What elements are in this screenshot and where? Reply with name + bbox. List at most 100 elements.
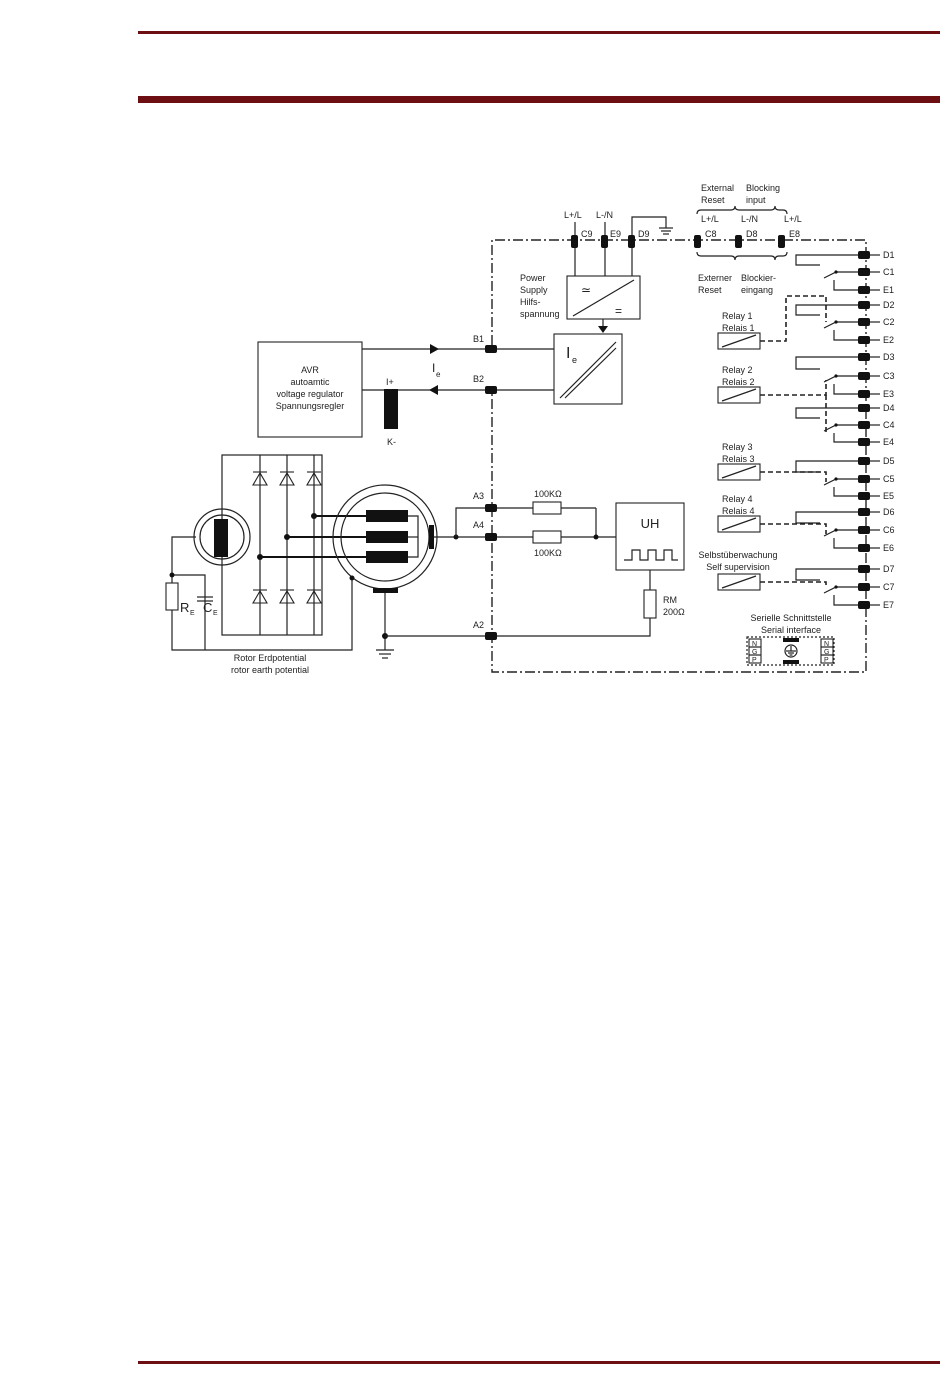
- serial-pin-left-g: G: [752, 649, 757, 656]
- terminal-D9[interactable]: [628, 235, 635, 248]
- terminal-B2[interactable]: [485, 386, 497, 394]
- terminal-C4[interactable]: [858, 421, 870, 429]
- terminal-C3[interactable]: [858, 372, 870, 380]
- terminal-D8-supply-label: L-/N: [741, 214, 758, 224]
- terminal-C2[interactable]: [858, 318, 870, 326]
- terminal-C1-label: C1: [883, 267, 895, 277]
- right-terminal-strip: D1C1E1D2C2E2D3C3E3D4C4E4D5C5E5D6C6E6D7C7…: [858, 250, 895, 610]
- diode-array-upper: [252, 471, 322, 486]
- terminal-E8[interactable]: [778, 235, 785, 248]
- uh-generator: [615, 502, 685, 571]
- terminal-E5[interactable]: [858, 492, 870, 500]
- current-arrow-symbol: I: [432, 361, 435, 375]
- terminal-E9-label: E9: [610, 229, 621, 239]
- terminal-E8-label: E8: [789, 229, 800, 239]
- diode-array-lower: [252, 589, 322, 604]
- rm-label-1: RM: [663, 595, 677, 605]
- terminal-E6[interactable]: [858, 544, 870, 552]
- relay-3-de: Relais 3: [722, 454, 755, 464]
- changeover-contact-7: [795, 568, 858, 606]
- terminal-D4-label: D4: [883, 403, 895, 413]
- terminal-E6-label: E6: [883, 543, 894, 553]
- terminal-D8-label: D8: [746, 229, 758, 239]
- terminal-A4[interactable]: [485, 533, 497, 541]
- ac-symbol: ≃: [581, 283, 591, 297]
- terminal-D7[interactable]: [858, 565, 870, 573]
- terminal-B1[interactable]: [485, 345, 497, 353]
- external-reset-en-2: Reset: [701, 195, 725, 205]
- terminal-C8[interactable]: [694, 235, 701, 248]
- terminal-C7-label: C7: [883, 582, 895, 592]
- avr-block: AVR autoamtic voltage regulator Spannung…: [257, 334, 554, 447]
- relay-4-en: Relay 4: [722, 494, 753, 504]
- serial-title-de: Serielle Schnittstelle: [750, 613, 831, 623]
- terminal-D6-label: D6: [883, 507, 895, 517]
- terminal-D1[interactable]: [858, 251, 870, 259]
- terminal-D2[interactable]: [858, 301, 870, 309]
- relay-3-en: Relay 3: [722, 442, 753, 452]
- terminal-D8[interactable]: [735, 235, 742, 248]
- top-terminal-block: L+/L L-/N C9 E9 D9 External Reset Blocki…: [564, 183, 802, 295]
- relay-section: Relay 1 Relais 1 Relay 2 Relais 2 Relay …: [698, 295, 827, 591]
- terminal-C5[interactable]: [858, 475, 870, 483]
- terminal-C7[interactable]: [858, 583, 870, 591]
- terminal-E1[interactable]: [858, 286, 870, 294]
- terminal-D3[interactable]: [858, 353, 870, 361]
- rotor-circuit: R E C E Rotor Erdpotential rotor earth p…: [165, 454, 485, 675]
- dc-symbol: =: [615, 304, 622, 318]
- terminal-D6[interactable]: [858, 508, 870, 516]
- terminal-E7[interactable]: [858, 601, 870, 609]
- terminal-C5-label: C5: [883, 474, 895, 484]
- terminal-E7-label: E7: [883, 600, 894, 610]
- terminal-D7-label: D7: [883, 564, 895, 574]
- relay-contacts: [795, 254, 858, 606]
- terminal-A2[interactable]: [485, 632, 497, 640]
- rotor-earth-en: rotor earth potential: [231, 665, 309, 675]
- external-reset-en-1: External: [701, 183, 734, 193]
- current-block-symbol: I: [566, 345, 570, 362]
- measurement-circuit: A3 A4 A2 100KΩ 100KΩ UH RM 200Ω: [473, 489, 685, 640]
- uh-label: UH: [641, 516, 660, 531]
- terminal-C9-supply-label: L+/L: [564, 210, 582, 220]
- rotor-earth-de: Rotor Erdpotential: [234, 653, 307, 663]
- terminal-D5[interactable]: [858, 457, 870, 465]
- relay-4-de: Relais 4: [722, 506, 755, 516]
- serial-pin-right-p: P: [824, 657, 829, 664]
- terminal-A3[interactable]: [485, 504, 497, 512]
- rm-label-2: 200Ω: [663, 607, 685, 617]
- terminal-E2[interactable]: [858, 336, 870, 344]
- terminal-C1[interactable]: [858, 268, 870, 276]
- relay-2-en: Relay 2: [722, 365, 753, 375]
- terminal-A4-label: A4: [473, 520, 484, 530]
- resistor-rm: [643, 589, 657, 619]
- ce-label: C: [203, 600, 212, 615]
- terminal-E1-label: E1: [883, 285, 894, 295]
- external-reset-de-1: Externer: [698, 273, 732, 283]
- terminal-E3-label: E3: [883, 389, 894, 399]
- terminal-C6[interactable]: [858, 526, 870, 534]
- serial-pin-right-n: N: [824, 641, 829, 648]
- terminal-C6-label: C6: [883, 525, 895, 535]
- terminal-E9[interactable]: [601, 235, 608, 248]
- header-rule-bottom: [138, 96, 940, 103]
- terminal-C4-label: C4: [883, 420, 895, 430]
- terminal-C8-label: C8: [705, 229, 717, 239]
- terminal-D4[interactable]: [858, 404, 870, 412]
- current-block-subscript: e: [572, 355, 577, 365]
- terminal-E3[interactable]: [858, 390, 870, 398]
- blocking-input-en-1: Blocking: [746, 183, 780, 193]
- terminal-E4[interactable]: [858, 438, 870, 446]
- terminal-A3-label: A3: [473, 491, 484, 501]
- avr-line-3: voltage regulator: [276, 389, 343, 399]
- avr-line-4: Spannungsregler: [276, 401, 345, 411]
- changeover-contact-5: [795, 460, 858, 497]
- resistor-100k-1: [532, 501, 562, 515]
- power-supply-label-4: spannung: [520, 309, 560, 319]
- terminal-A2-label: A2: [473, 620, 484, 630]
- terminal-C9[interactable]: [571, 235, 578, 248]
- re-label: R: [180, 600, 189, 615]
- resistor-100k-2: [532, 530, 562, 544]
- avr-line-2: autoamtic: [290, 377, 330, 387]
- blocking-input-de-1: Blockier-: [741, 273, 776, 283]
